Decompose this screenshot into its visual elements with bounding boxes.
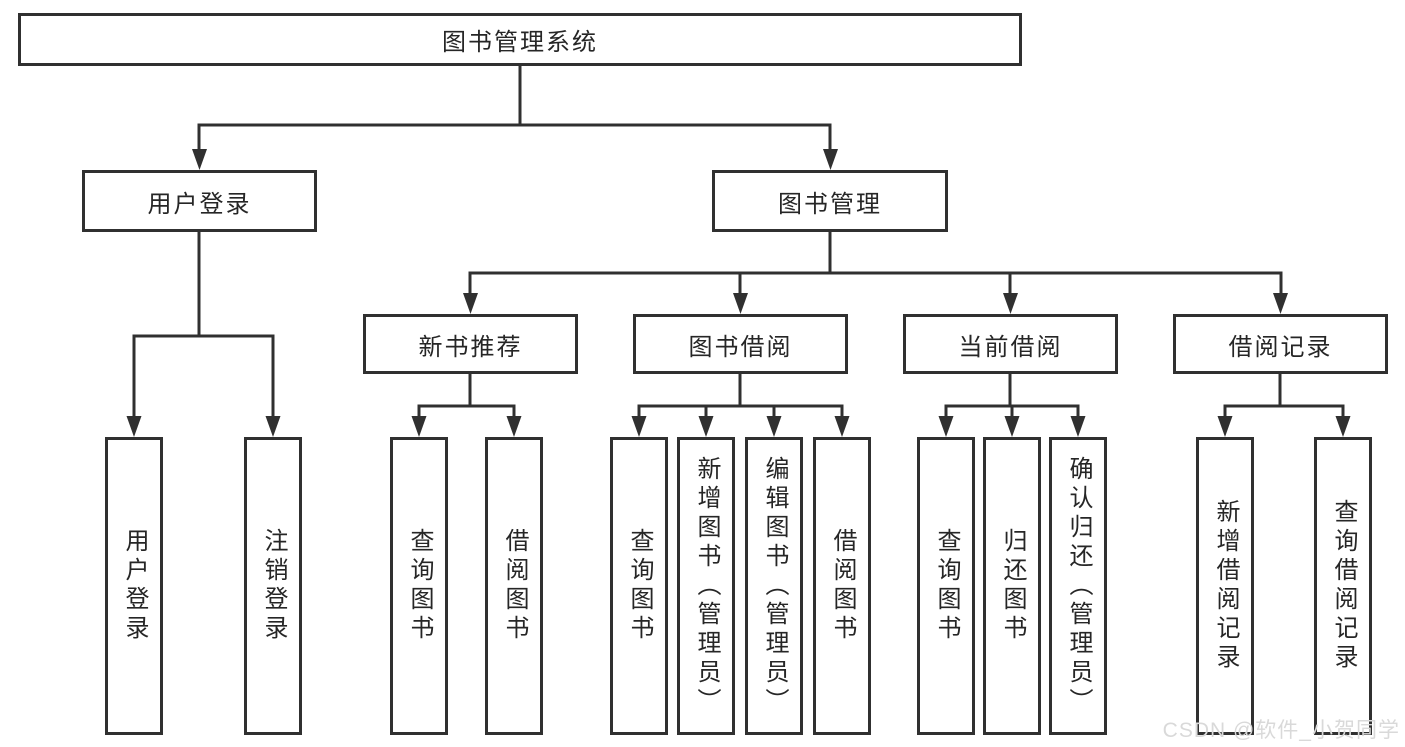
leaf-query-borrow-record: 查询借阅记录: [1314, 437, 1372, 735]
leaf-borrow-books: 借阅图书: [813, 437, 871, 735]
arrowhead: [1273, 293, 1288, 314]
arrowhead: [265, 416, 281, 437]
arrowhead: [1003, 293, 1018, 314]
leaf-edit-book-admin: 编辑图书（管理员）: [745, 437, 803, 735]
leaf-query-books-current: 查询图书: [917, 437, 975, 735]
arrowhead: [766, 416, 782, 437]
connector-borrow-records: [1223, 372, 1345, 420]
leaf-confirm-return-admin: 确认归还（管理员）: [1049, 437, 1107, 735]
arrowhead: [698, 416, 714, 437]
arrowhead: [192, 149, 207, 170]
leaf-query-books-borrow: 查询图书: [610, 437, 668, 735]
arrowhead: [411, 416, 427, 437]
connector-user-login: [132, 230, 275, 420]
leaf-add-book-admin: 新增图书（管理员）: [677, 437, 735, 735]
arrowhead: [1070, 416, 1086, 437]
arrowhead: [733, 293, 748, 314]
leaf-add-borrow-record: 新增借阅记录: [1196, 437, 1254, 735]
root-node-library-system: 图书管理系统: [18, 13, 1022, 66]
arrowhead: [1335, 416, 1351, 437]
leaf-return-book: 归还图书: [983, 437, 1041, 735]
connector-modules: [468, 230, 1283, 297]
module-book-borrow: 图书借阅: [633, 314, 848, 374]
arrowhead: [1217, 416, 1233, 437]
leaf-logout: 注销登录: [244, 437, 302, 735]
leaf-user-login: 用户登录: [105, 437, 163, 735]
branch-user-login: 用户登录: [82, 170, 317, 232]
branch-book-management: 图书管理: [712, 170, 948, 232]
csdn-watermark: CSDN @软件_小贺同学: [1162, 719, 1400, 742]
arrowhead: [463, 293, 478, 314]
connector-book-borrow: [637, 372, 844, 420]
arrowhead: [834, 416, 850, 437]
connector-root-stem: [197, 64, 832, 153]
arrowhead: [631, 416, 647, 437]
module-new-book-recommend: 新书推荐: [363, 314, 578, 374]
arrowhead: [1004, 416, 1020, 437]
leaf-borrow-books-recommend: 借阅图书: [485, 437, 543, 735]
arrowhead: [506, 416, 522, 437]
arrowhead: [938, 416, 954, 437]
arrowhead: [823, 149, 838, 170]
leaf-query-books-recommend: 查询图书: [390, 437, 448, 735]
connector-current-borrow: [944, 372, 1080, 420]
module-current-borrow: 当前借阅: [903, 314, 1118, 374]
module-borrow-records: 借阅记录: [1173, 314, 1388, 374]
arrowhead: [126, 416, 142, 437]
connector-new-book: [417, 372, 516, 420]
